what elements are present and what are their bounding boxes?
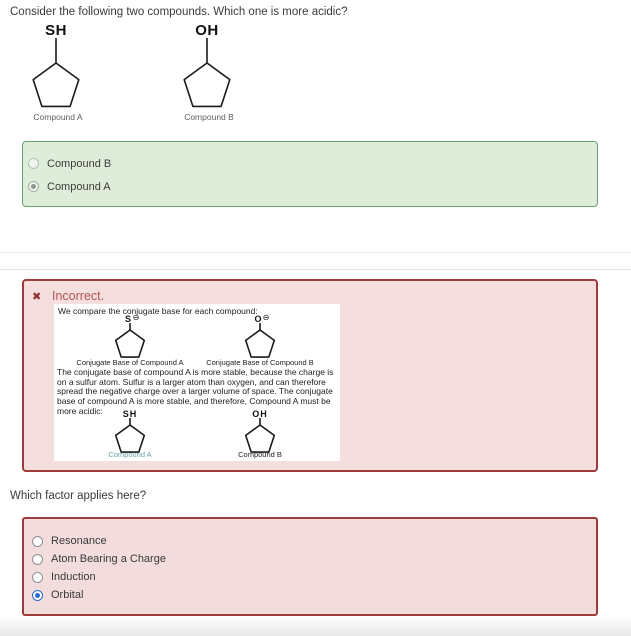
explanation-image: We compare the conjugate base for each c…: [54, 304, 340, 461]
negative-charge-icon: ⊖: [263, 313, 270, 322]
compound-b-caption: Compound B: [184, 112, 234, 122]
followup-prompt: Which factor applies here?: [10, 490, 147, 502]
compound-b-group-label: OH: [195, 22, 219, 39]
feedback-status: Incorrect.: [52, 289, 105, 303]
factor-option-resonance[interactable]: Resonance: [32, 532, 596, 550]
radio-atom-bearing-charge[interactable]: [32, 553, 43, 565]
answer-option-label[interactable]: Compound A: [47, 180, 111, 193]
answer-option-compound-b[interactable]: Compound B: [28, 152, 597, 175]
explanation-intro: We compare the conjugate base for each c…: [58, 306, 258, 316]
conjugate-b-atom: O: [254, 314, 261, 324]
result-compound-a-structure: SH: [114, 409, 146, 453]
page-bottom-fade: [0, 617, 631, 636]
result-compound-b-structure: OH: [244, 409, 276, 453]
conjugate-a-caption: Conjugate Base of Compound A: [76, 358, 184, 367]
answer-option-compound-a[interactable]: Compound A: [28, 175, 597, 198]
factor-options-box: Resonance Atom Bearing a Charge Inductio…: [22, 517, 598, 616]
compound-a-caption: Compound A: [33, 112, 83, 122]
conjugate-base-b-structure: O ⊖: [244, 313, 276, 358]
section-divider: [0, 252, 631, 253]
conjugate-base-a-structure: S ⊖: [114, 313, 146, 358]
radio-compound-b[interactable]: [28, 158, 39, 169]
result-b-caption: Compound B: [238, 450, 282, 459]
negative-charge-icon: ⊖: [133, 313, 140, 322]
incorrect-feedback-box: ✖ Incorrect. We compare the conjugate ba…: [22, 279, 598, 472]
compound-b-structure: OH: [183, 22, 231, 108]
factor-option-induction[interactable]: Induction: [32, 568, 596, 586]
factor-option-label[interactable]: Induction: [51, 571, 96, 583]
factor-option-label[interactable]: Orbital: [51, 589, 84, 601]
radio-resonance[interactable]: [32, 535, 43, 547]
conjugate-a-atom: S: [125, 314, 131, 324]
radio-induction[interactable]: [32, 571, 43, 583]
factor-option-atom-bearing-charge[interactable]: Atom Bearing a Charge: [32, 550, 596, 568]
factor-option-orbital[interactable]: Orbital: [32, 586, 596, 604]
factor-option-label[interactable]: Resonance: [51, 535, 107, 547]
question-prompt: Consider the following two compounds. Wh…: [10, 6, 348, 18]
compound-a-group-label: SH: [45, 22, 67, 39]
radio-compound-a[interactable]: [28, 181, 39, 192]
result-a-group: SH: [123, 409, 138, 419]
x-mark-icon: ✖: [32, 291, 42, 303]
conjugate-b-caption: Conjugate Base of Compound B: [206, 358, 314, 367]
explanation-body: The conjugate base of compound A is more…: [57, 367, 334, 416]
factor-option-label[interactable]: Atom Bearing a Charge: [51, 553, 166, 565]
answer-options-box: Compound B Compound A: [22, 141, 598, 207]
section-divider: [0, 269, 631, 270]
result-a-caption: Compound A: [108, 450, 152, 459]
compound-a-structure: SH: [32, 22, 80, 108]
result-b-group: OH: [252, 409, 268, 419]
radio-orbital[interactable]: [32, 589, 43, 601]
answer-option-label[interactable]: Compound B: [47, 157, 112, 170]
